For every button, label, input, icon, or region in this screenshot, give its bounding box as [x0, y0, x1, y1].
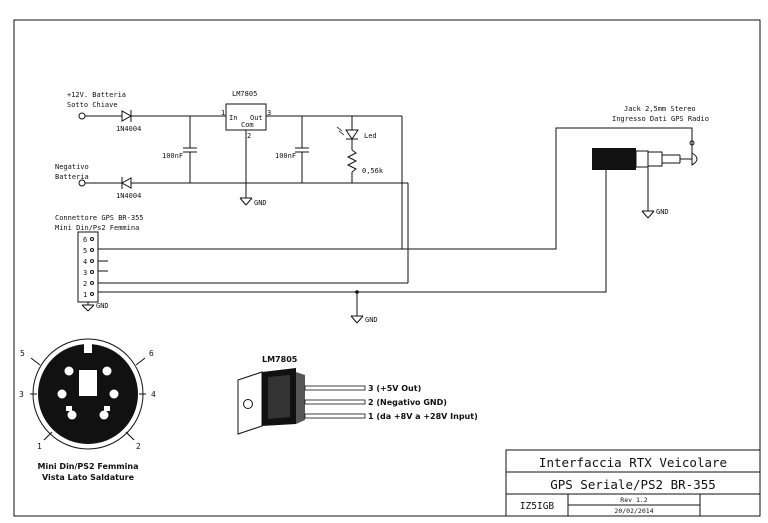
gnd-label-2: GND — [656, 208, 669, 216]
connector-pin-2: 2 — [83, 280, 87, 288]
gnd-label-4: GND — [365, 316, 378, 324]
din-caption-2: Vista Lato Saldature — [42, 473, 135, 482]
regulator-pin2: 2 — [247, 132, 251, 140]
led-symbol — [336, 126, 359, 140]
connector-label-2: Mini Din/Ps2 Femmina — [55, 224, 139, 232]
package-title: LM7805 — [262, 355, 298, 364]
gnd-symbol-1 — [239, 197, 253, 206]
neg-label-2: Batteria — [55, 173, 89, 181]
regulator-pin3: 3 — [267, 109, 271, 117]
title-block: Interfaccia RTX Veicolare GPS Seriale/PS… — [505, 449, 761, 517]
led-label: Led — [364, 132, 377, 140]
connector-pin-4: 4 — [83, 258, 87, 266]
connector-label-1: Connettore GPS BR-355 — [55, 214, 144, 222]
connector-box — [77, 231, 99, 303]
title-block-date: 20/02/2014 — [614, 507, 653, 515]
jack-label-1: Jack 2,5mm Stereo — [624, 105, 696, 113]
pos-terminal — [78, 112, 86, 120]
resistor-label: 0,56k — [362, 167, 384, 175]
drawing-border — [13, 19, 761, 517]
connector-pin-1: 1 — [83, 291, 87, 299]
cap-1-label: 100nF — [162, 152, 183, 160]
diode-1-label: 1N4004 — [116, 125, 141, 133]
pos-label-1: +12V. Batteria — [67, 91, 126, 99]
to220-tab — [237, 371, 263, 435]
supply-section: +12V. Batteria Sotto Chiave Negativo Bat… — [55, 90, 403, 249]
diode-2-symbol — [120, 177, 132, 189]
package-pin-2: 2 (Negativo GND) — [368, 398, 447, 407]
din-pin-2: 2 — [136, 442, 141, 451]
regulator-in: In — [229, 114, 237, 122]
regulator-com: Com — [241, 121, 254, 129]
din-pin-4: 4 — [151, 390, 156, 399]
din-caption-1: Mini Din/PS2 Femmina — [38, 462, 139, 471]
mini-din-view: 5 6 3 4 1 2 Mini Din/PS2 Femmina Vista L… — [19, 338, 156, 482]
gnd-label-3: GND — [96, 302, 109, 310]
package-pin-3: 3 (+5V Out) — [368, 384, 421, 393]
package-view: LM7805 3 (+5V Out) 2 (Negativo GND) 1 (d… — [237, 355, 478, 435]
din-pin-3: 3 — [19, 390, 24, 399]
gnd-symbol-3 — [81, 304, 95, 312]
title-block-author: IZ5IGB — [520, 501, 555, 512]
pos-label-2: Sotto Chiave — [67, 101, 118, 109]
title-block-title: Interfaccia RTX Veicolare — [539, 455, 727, 470]
din-pin-1: 1 — [37, 442, 42, 451]
jack-plug-icon — [592, 148, 698, 170]
title-block-subtitle: GPS Seriale/PS2 BR-355 — [550, 477, 716, 492]
jack-section: Jack 2,5mm Stereo Ingresso Dati GPS Radi… — [98, 105, 709, 293]
din-pin-5: 5 — [20, 349, 25, 358]
jack-label-2: Ingresso Dati GPS Radio — [612, 115, 709, 123]
package-pin-1: 1 (da +8V a +28V Input) — [368, 412, 478, 421]
connector-pin-6: 6 — [83, 236, 87, 244]
diode-2-label: 1N4004 — [116, 192, 141, 200]
connector-section: Connettore GPS BR-355 Mini Din/Ps2 Femmi… — [55, 182, 409, 324]
gnd-symbol-2 — [641, 210, 655, 219]
gnd-label-1: GND — [254, 199, 267, 207]
regulator-title: LM7805 — [232, 90, 257, 98]
regulator-pin1: 1 — [221, 109, 225, 117]
cap-2-label: 100nF — [275, 152, 296, 160]
gnd-symbol-4 — [350, 315, 364, 324]
connector-pin-3: 3 — [83, 269, 87, 277]
title-block-rev: Rev 1.2 — [620, 496, 647, 504]
neg-label-1: Negativo — [55, 163, 89, 171]
diode-1-symbol — [121, 110, 133, 122]
din-pin-6: 6 — [149, 349, 154, 358]
resistor-symbol — [346, 149, 358, 173]
regulator-out: Out — [250, 114, 263, 122]
connector-pin-5: 5 — [83, 247, 87, 255]
